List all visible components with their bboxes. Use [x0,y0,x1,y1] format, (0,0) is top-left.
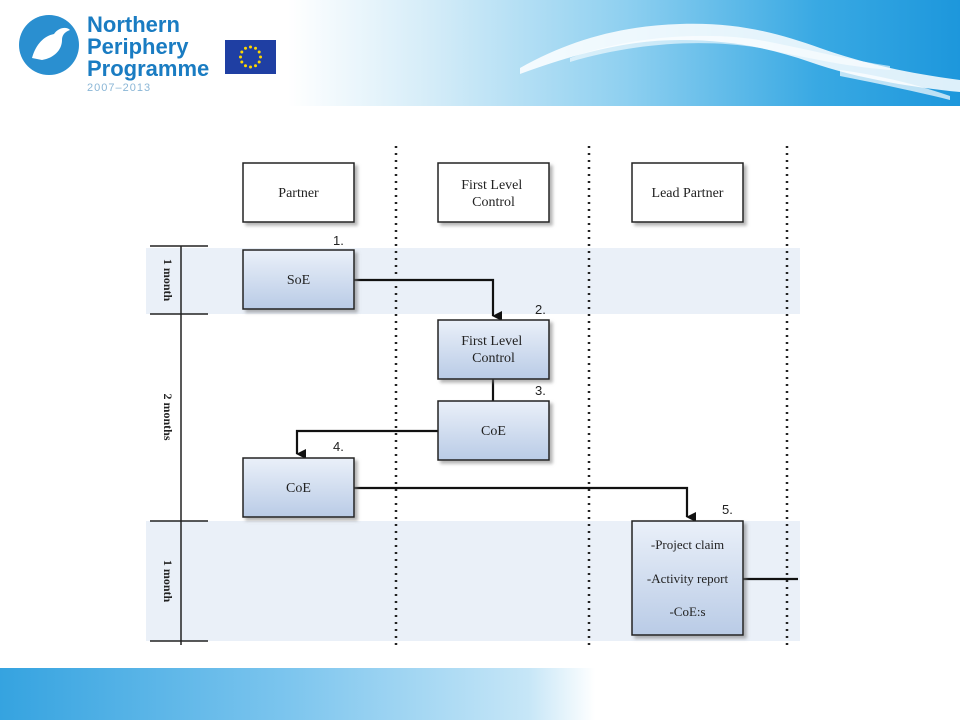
header-banner: Northern Periphery Programme 2007–2013 [0,0,960,106]
logo-line-1: Northern [87,12,180,37]
step-2-flc-box [437,319,550,380]
arrow-soe-to-flc [354,278,502,321]
step-4-label: CoE [286,481,311,496]
step-1-number: 1. [333,233,344,248]
period-label-1: 1 month [161,259,175,302]
step-4-number: 4. [333,439,344,454]
logo-line-2: Periphery [87,34,189,59]
step-2-label: First Level Control [461,334,526,366]
column-header-flc-label: First Level Control [461,178,526,210]
column-header-lead-partner-label: Lead Partner [652,186,724,201]
column-header-flc [437,162,550,223]
period-label-3: 1 month [161,560,175,603]
arrow-coe-to-partner [295,429,438,459]
period-label-2: 2 months [161,393,175,440]
step-3-coe-box [437,400,550,461]
timeline [150,245,208,645]
eu-flag-icon [225,40,276,74]
column-header-partner-label: Partner [278,186,319,201]
logo-years: 2007–2013 [87,82,152,94]
step-3-number: 3. [535,383,546,398]
footer-banner [0,668,960,720]
step-3-label: CoE [481,424,506,439]
wave-decoration [520,23,960,100]
column-header-partner [242,162,355,223]
step-1-soe-box [242,249,355,310]
step-5-claim-box [631,520,744,636]
arrow-coe-to-lead-partner [354,486,696,522]
step-5-line-3: -CoE:s [669,604,705,619]
logo-line-3: Programme [87,56,210,81]
column-header-lead-partner [631,162,744,223]
step-5-number: 5. [722,502,733,517]
step-4-coe-box [242,457,355,518]
step-1-label: SoE [287,273,310,288]
logo-bird-icon [19,15,79,75]
step-5-line-1: -Project claim [651,537,724,552]
step-2-number: 2. [535,302,546,317]
step-5-line-2: -Activity report [647,571,729,586]
